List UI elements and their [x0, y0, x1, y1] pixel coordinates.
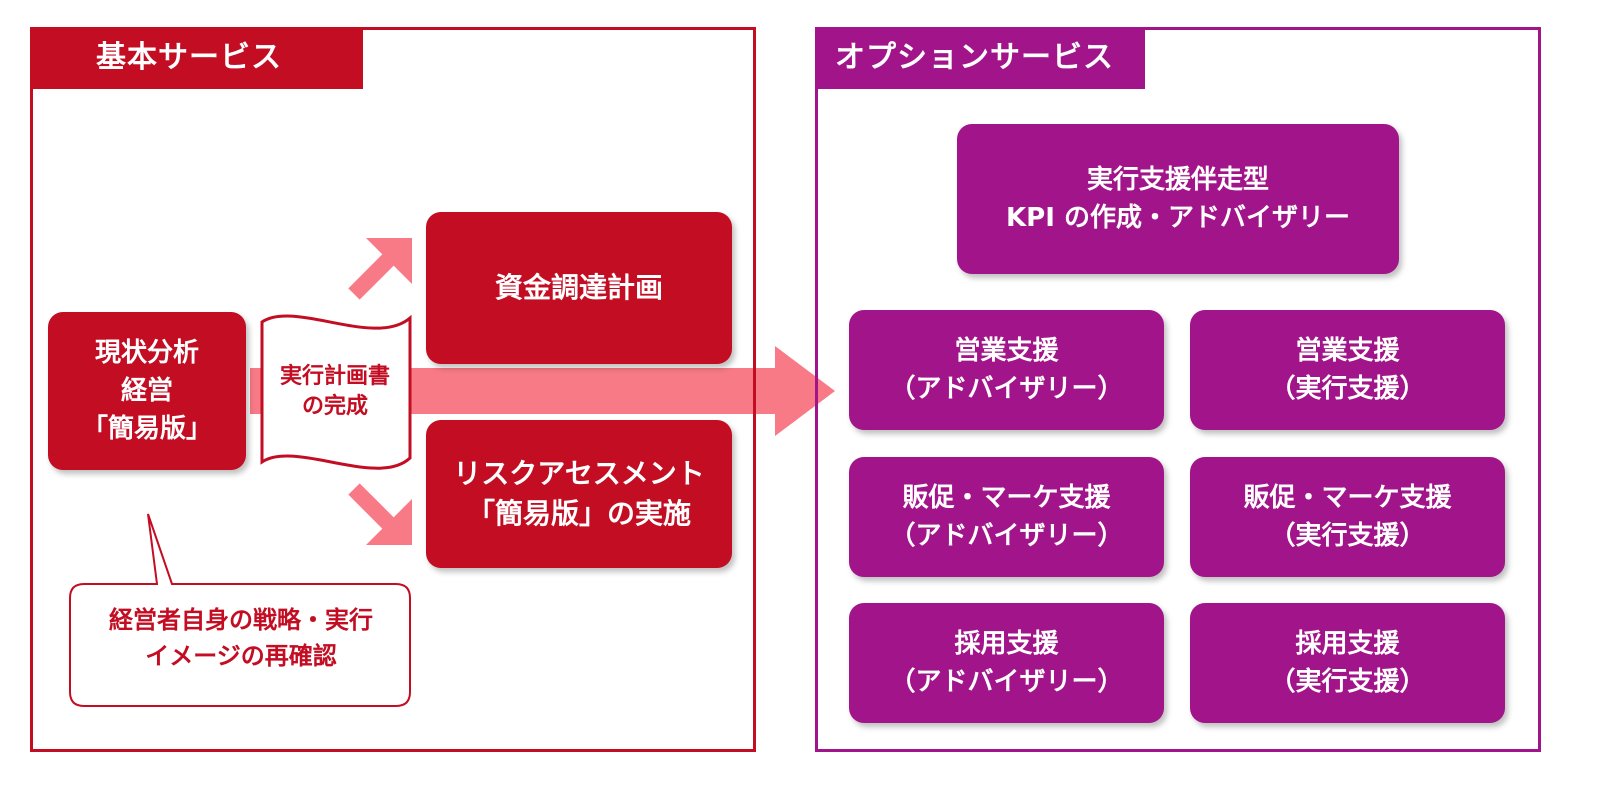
basic-service-panel: 基本サービス	[30, 27, 756, 752]
marketing-advisory-line-2: （アドバイザリー）	[889, 521, 1124, 551]
sales-advisory-line-1: 営業支援	[954, 336, 1059, 366]
sales-execution-line-1: 営業支援	[1295, 336, 1400, 366]
recruitment-advisory-line-2: （アドバイザリー）	[889, 667, 1124, 697]
recruitment-execution-box: 採用支援 （実行支援）	[1190, 603, 1505, 723]
kpi-support-line-2: KPI の作成・アドバイザリー	[1006, 203, 1350, 233]
current-analysis-line-1: 現状分析	[94, 338, 199, 368]
kpi-support-line-1: 実行支援伴走型	[1086, 165, 1269, 195]
kpi-support-box: 実行支援伴走型 KPI の作成・アドバイザリー	[957, 124, 1399, 274]
marketing-advisory-line-1: 販促・マーケ支援	[902, 483, 1111, 513]
callout-text: 経営者自身の戦略・実行 イメージの再確認	[70, 602, 412, 674]
funding-plan-box: 資金調達計画	[426, 212, 732, 364]
marketing-execution-line-2: （実行支援）	[1269, 521, 1426, 551]
execution-plan-text: 実行計画書 の完成	[262, 362, 408, 422]
sales-advisory-box: 営業支援 （アドバイザリー）	[849, 310, 1164, 430]
basic-service-title: 基本サービス	[30, 27, 363, 89]
recruitment-advisory-line-1: 採用支援	[954, 629, 1059, 659]
current-analysis-line-3: 「簡易版」	[81, 414, 212, 444]
sales-execution-box: 営業支援 （実行支援）	[1190, 310, 1505, 430]
sales-execution-line-2: （実行支援）	[1269, 374, 1426, 404]
execution-plan-line-2: の完成	[301, 394, 368, 419]
sales-advisory-line-2: （アドバイザリー）	[889, 374, 1124, 404]
recruitment-execution-line-2: （実行支援）	[1269, 667, 1426, 697]
recruitment-advisory-box: 採用支援 （アドバイザリー）	[849, 603, 1164, 723]
marketing-execution-line-1: 販促・マーケ支援	[1243, 483, 1452, 513]
current-analysis-box: 現状分析 経営 「簡易版」	[48, 312, 246, 470]
option-service-title: オプションサービス	[815, 27, 1145, 89]
execution-plan-line-1: 実行計画書	[279, 364, 390, 389]
risk-assessment-line-2: 「簡易版」の実施	[466, 497, 691, 530]
risk-assessment-line-1: リスクアセスメント	[453, 457, 705, 490]
recruitment-execution-line-1: 採用支援	[1295, 629, 1400, 659]
funding-plan-label: 資金調達計画	[494, 271, 663, 304]
marketing-execution-box: 販促・マーケ支援 （実行支援）	[1190, 457, 1505, 577]
callout-line-1: 経営者自身の戦略・実行	[109, 606, 373, 634]
current-analysis-line-2: 経営	[120, 376, 173, 406]
marketing-advisory-box: 販促・マーケ支援 （アドバイザリー）	[849, 457, 1164, 577]
callout-line-2: イメージの再確認	[145, 642, 337, 670]
option-service-panel: オプションサービス	[815, 27, 1541, 752]
risk-assessment-box: リスクアセスメント 「簡易版」の実施	[426, 420, 732, 568]
